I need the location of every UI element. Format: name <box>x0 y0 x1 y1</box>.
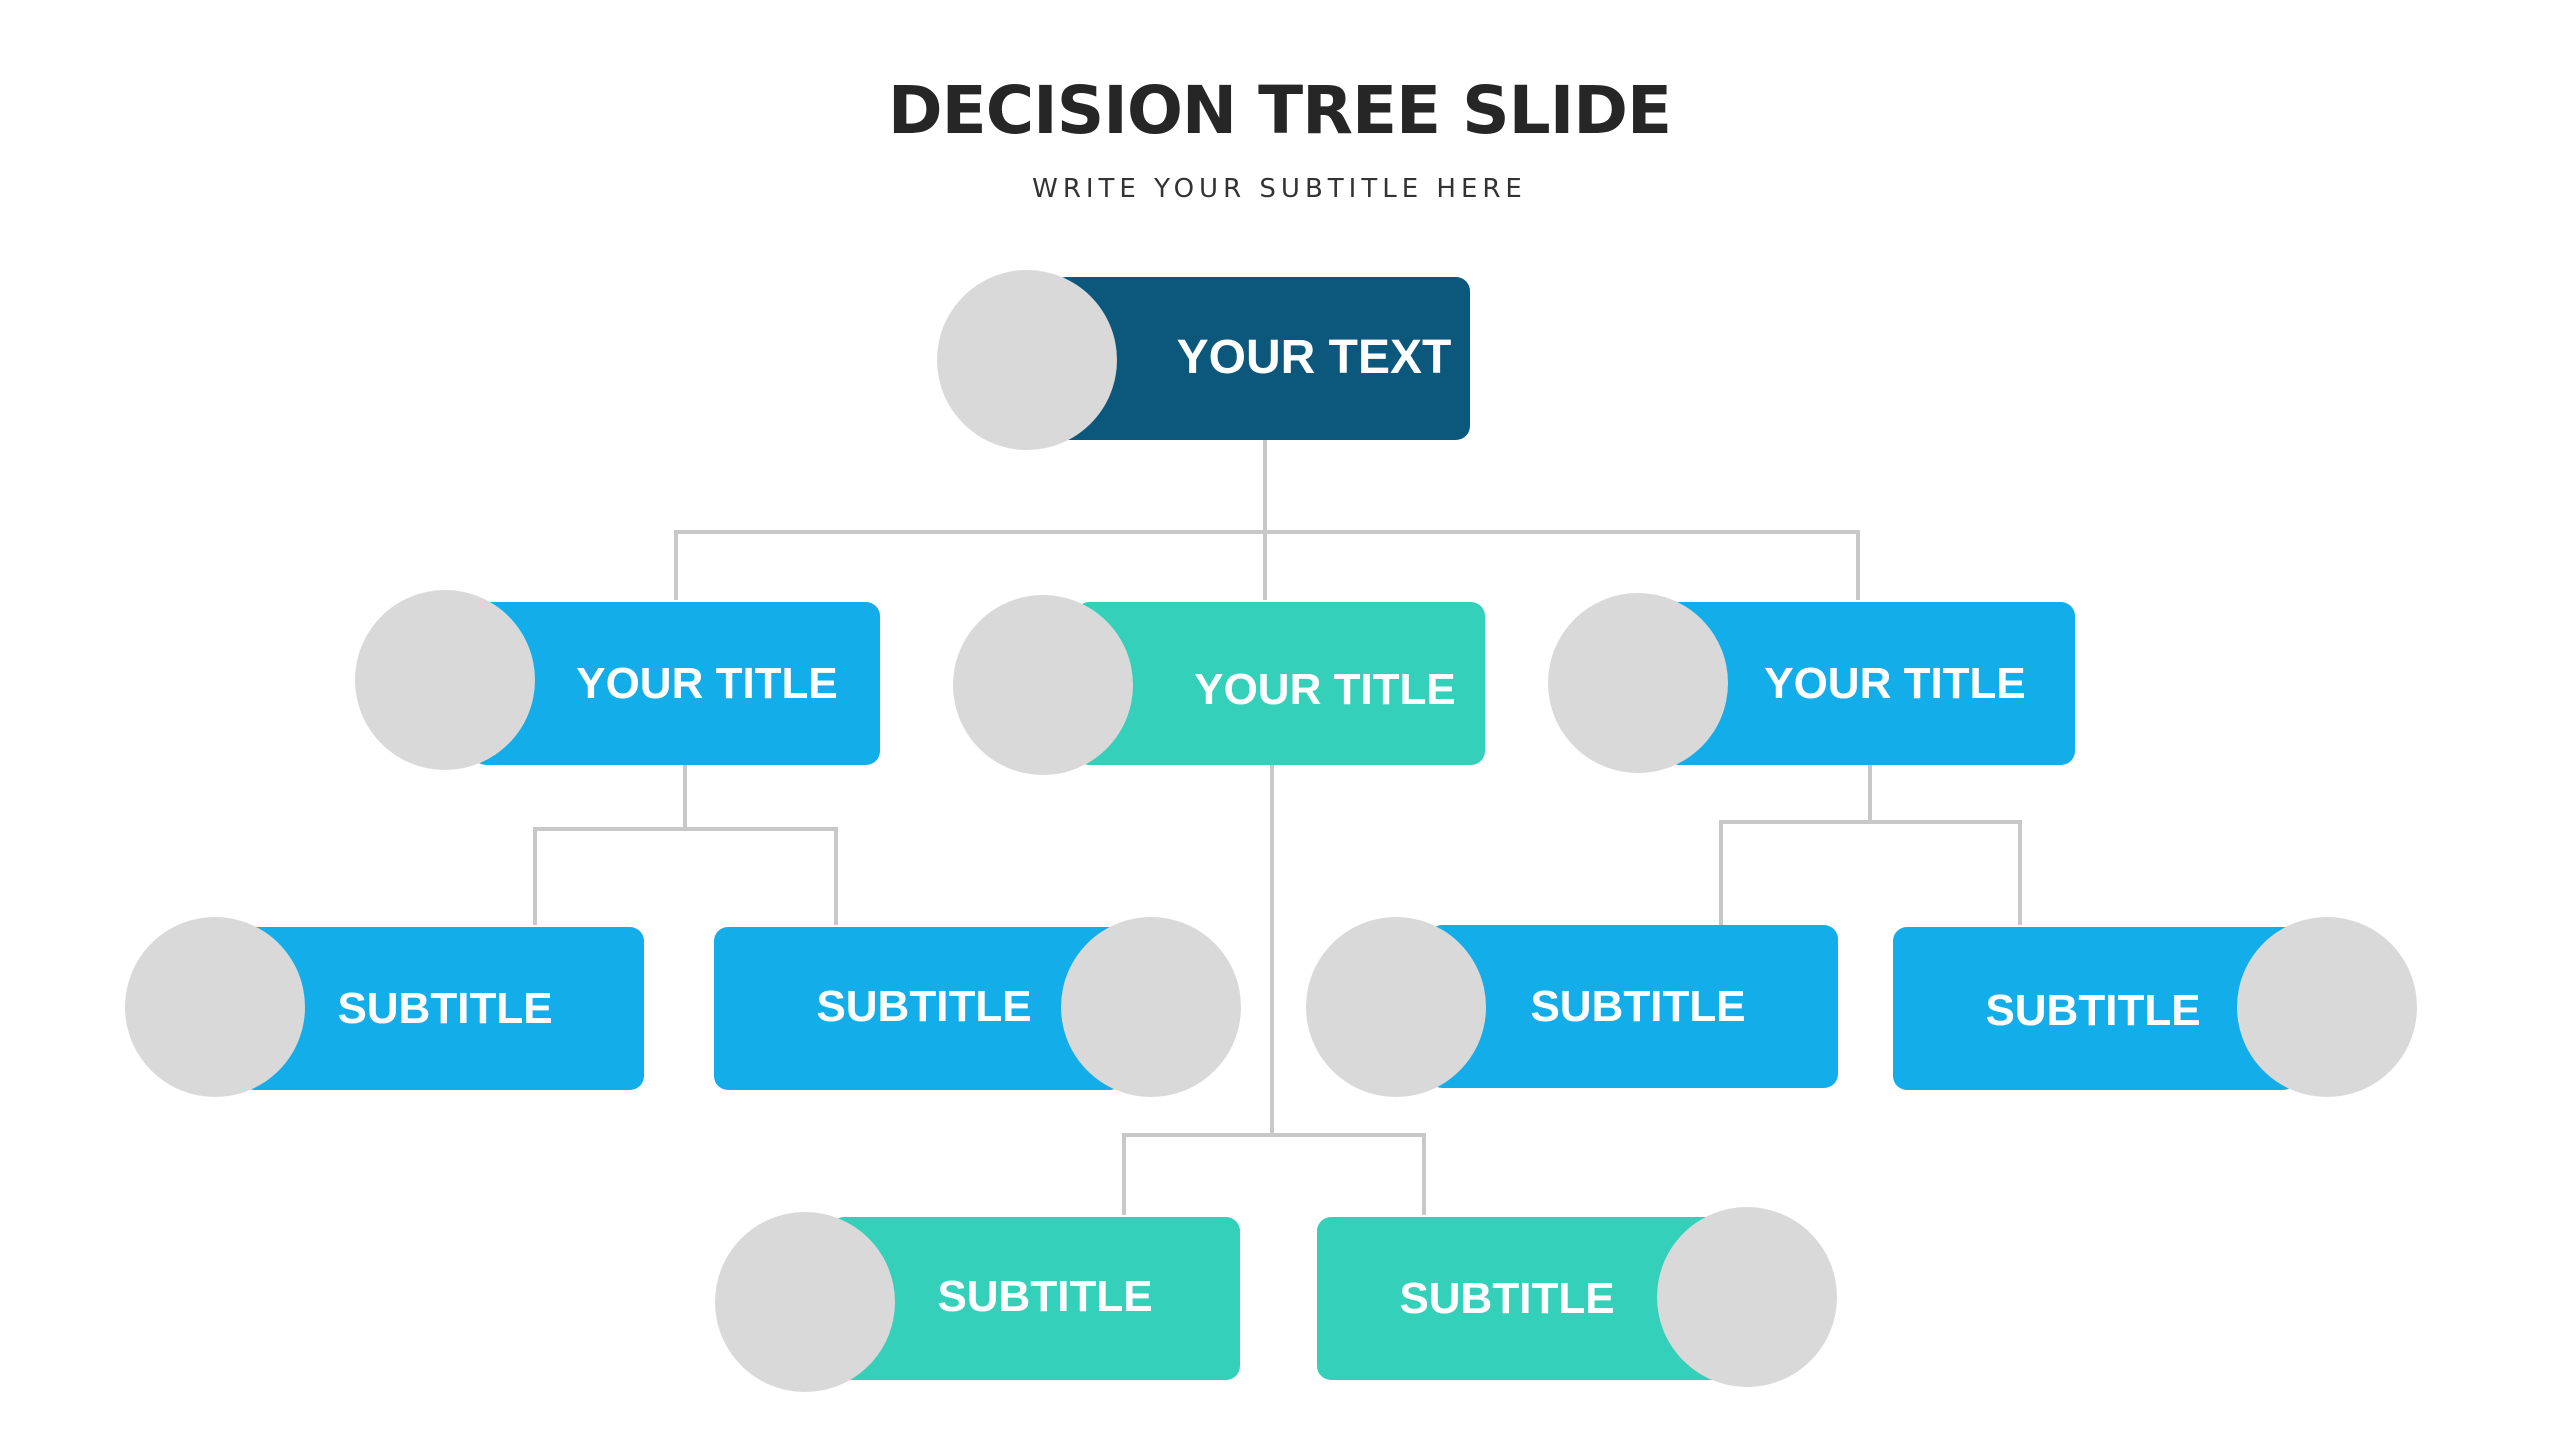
middle-child-2-circle <box>1657 1207 1837 1387</box>
left-child-2-circle <box>1061 917 1241 1097</box>
left-branch-label: YOUR TITLE <box>576 659 838 708</box>
right-child-2-circle <box>2237 917 2417 1097</box>
right-child-1-circle <box>1306 917 1486 1097</box>
root-label: YOUR TEXT <box>1176 331 1452 384</box>
root-box: YOUR TEXT <box>1052 277 1470 440</box>
middle-child-2-label: SUBTITLE <box>1399 1274 1615 1323</box>
connector-right-branch <box>1719 765 2022 925</box>
middle-child-1-label: SUBTITLE <box>937 1272 1153 1321</box>
left-child-1-box: SUBTITLE <box>240 927 644 1090</box>
left-branch-box: YOUR TITLE <box>472 602 880 765</box>
right-child-1-label: SUBTITLE <box>1530 982 1746 1031</box>
connector-left-branch <box>533 765 838 925</box>
middle-child-1-box: SUBTITLE <box>830 1217 1240 1380</box>
left-child-2-label: SUBTITLE <box>816 982 1032 1031</box>
left-child-1-label: SUBTITLE <box>337 984 553 1033</box>
middle-branch-circle <box>953 595 1133 775</box>
slide-title: DECISION TREE SLIDE <box>887 72 1672 149</box>
left-branch-circle <box>355 590 535 770</box>
right-branch-box: YOUR TITLE <box>1665 602 2075 765</box>
middle-branch-box: YOUR TITLE <box>1075 602 1485 765</box>
connector-middle-branch <box>1122 765 1426 1215</box>
middle-branch-label: YOUR TITLE <box>1194 665 1456 714</box>
middle-child-1-circle <box>715 1212 895 1392</box>
right-child-2-box: SUBTITLE <box>1893 927 2297 1090</box>
right-child-1-box: SUBTITLE <box>1428 925 1838 1088</box>
root-circle <box>937 270 1117 450</box>
left-child-1-circle <box>125 917 305 1097</box>
right-child-2-label: SUBTITLE <box>1985 986 2201 1035</box>
left-child-2-box: SUBTITLE <box>714 927 1124 1090</box>
slide-subtitle: WRITE YOUR SUBTITLE HERE <box>1032 174 1527 204</box>
right-branch-circle <box>1548 593 1728 773</box>
connector-level1-bar <box>674 530 1860 600</box>
right-branch-label: YOUR TITLE <box>1764 659 2026 708</box>
